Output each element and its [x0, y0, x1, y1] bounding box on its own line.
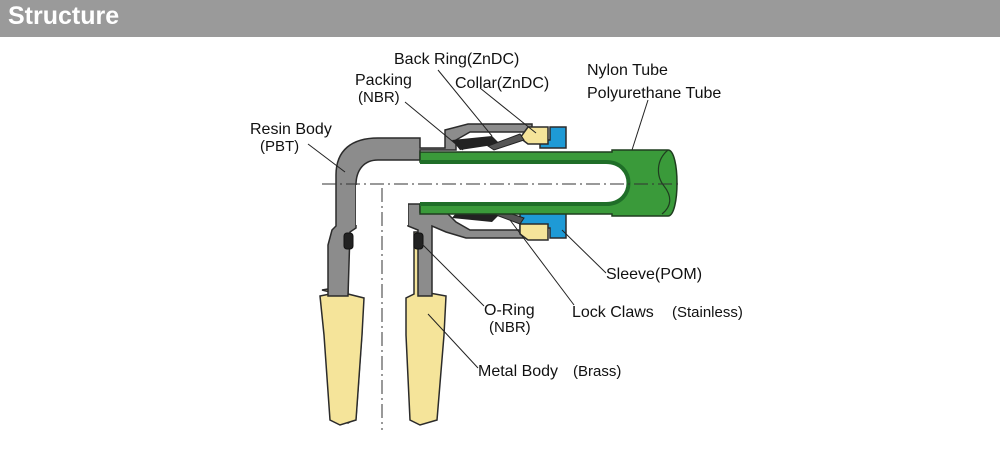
leader-collar [479, 87, 537, 134]
label-o-ring-material: (NBR) [489, 319, 531, 336]
tube-cut-line [657, 149, 671, 215]
leader-packing [404, 101, 464, 151]
label-metal-body-material: (Brass) [573, 363, 621, 380]
label-collar: Collar(ZnDC) [455, 75, 549, 92]
fitting-structure-diagram: Back Ring(ZnDC) Packing (NBR) Collar(ZnD… [250, 51, 743, 430]
label-packing-material: (NBR) [358, 89, 400, 106]
label-nylon-tube: Nylon Tube [587, 62, 668, 79]
packing-top [452, 136, 500, 150]
leader-resin-body [307, 143, 346, 173]
label-sleeve: Sleeve(POM) [606, 266, 702, 283]
leader-back-ring [437, 69, 493, 137]
tube-inner-edge [420, 160, 631, 206]
label-metal-body: Metal Body [478, 363, 558, 380]
label-lock-claws-material: (Stainless) [672, 304, 743, 321]
section-header: Structure [0, 0, 1000, 37]
leader-lock-claws [509, 219, 575, 306]
label-o-ring: O-Ring [484, 302, 535, 319]
leader-metal-body [427, 313, 479, 369]
leader-tube [631, 99, 649, 151]
label-polyurethane-tube: Polyurethane Tube [587, 85, 721, 102]
leader-o-ring [419, 241, 485, 307]
leader-sleeve [561, 229, 607, 274]
resin-body [327, 123, 533, 297]
label-packing: Packing [355, 72, 412, 89]
section-title: Structure [8, 2, 120, 30]
tube [419, 149, 678, 217]
o-ring-left [343, 232, 354, 250]
o-ring-right [413, 232, 424, 250]
lock-claws-top [486, 133, 525, 151]
label-resin-body: Resin Body [250, 121, 332, 138]
collar-bottom [519, 223, 549, 241]
label-back-ring: Back Ring(ZnDC) [394, 51, 519, 68]
label-lock-claws: Lock Claws [572, 304, 654, 321]
label-resin-body-material: (PBT) [260, 138, 299, 155]
